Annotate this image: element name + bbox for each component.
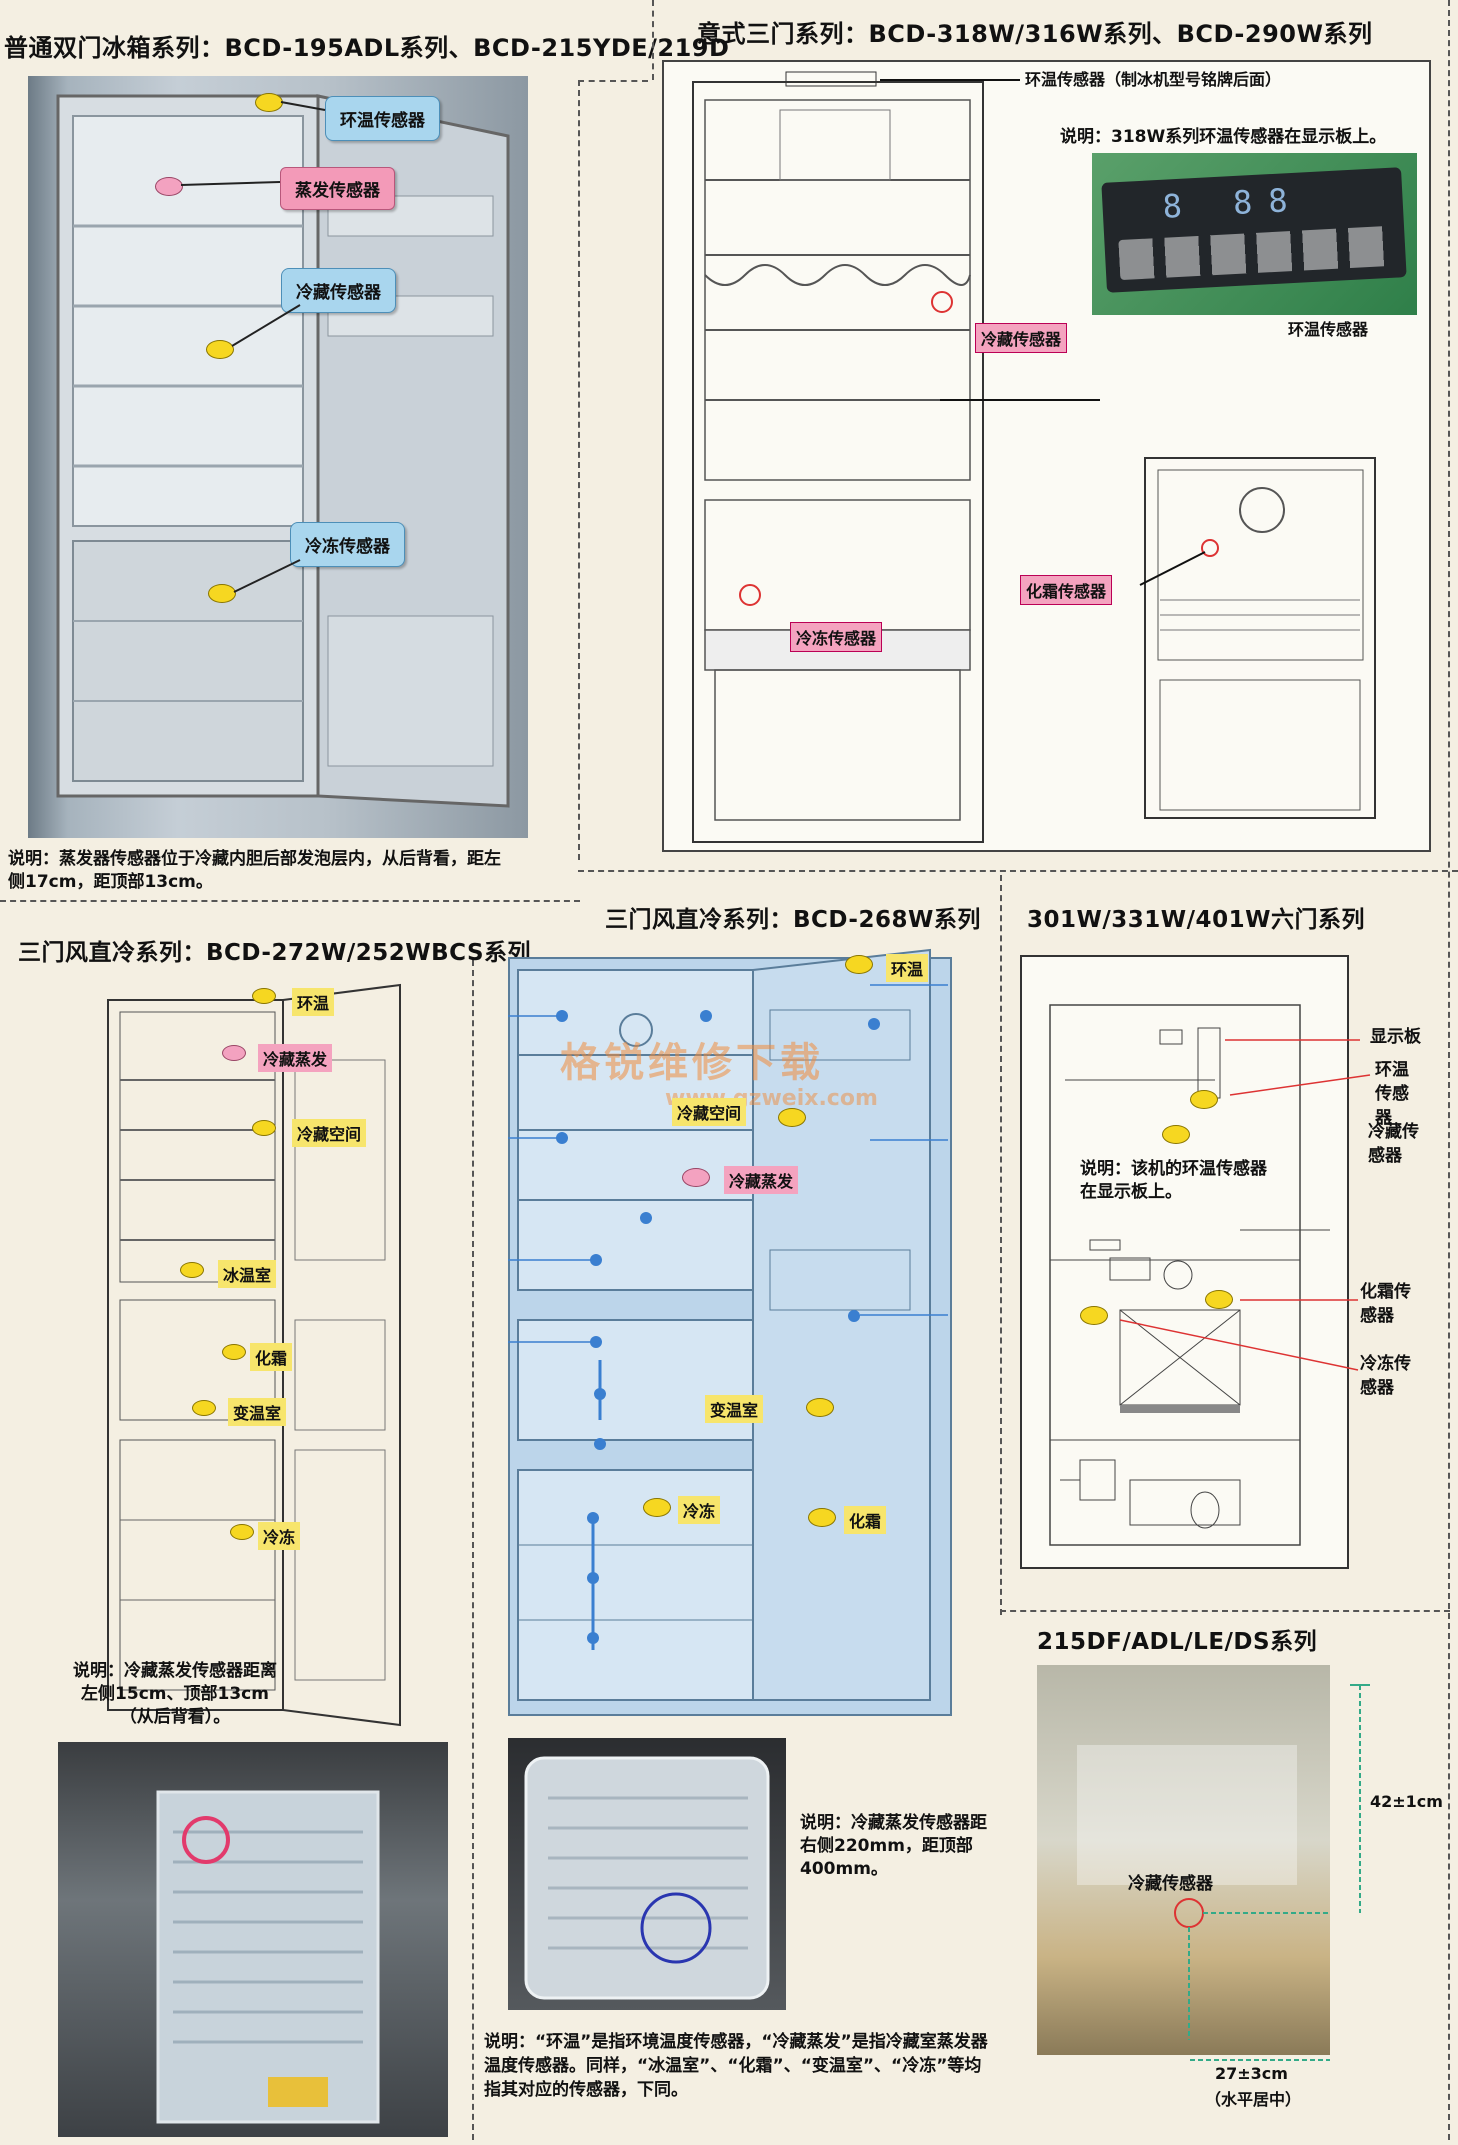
panel2-display-photo: 8 88 xyxy=(1092,153,1417,315)
panel3-label-fridge-space: 冷藏空间 xyxy=(292,1119,367,1147)
panel6-dim-vertical: 42±1cm xyxy=(1370,1792,1443,1811)
divider-top-short xyxy=(578,80,648,82)
panel4-label-ambient: 环温 xyxy=(886,954,929,982)
panel4-marker-10 xyxy=(587,1572,599,1584)
panel4-label-variable: 变温室 xyxy=(705,1395,764,1423)
panel4-label-fridge-space: 冷藏空间 xyxy=(672,1098,747,1126)
panel3-label-fridge-evap: 冷藏蒸发 xyxy=(258,1044,333,1072)
panel4-label-fridge-evap: 冷藏蒸发 xyxy=(724,1166,799,1194)
divider-top-vert xyxy=(652,0,654,80)
panel4-note: 说明：冷藏蒸发传感器距右侧220mm，距顶部400mm。 xyxy=(800,1813,987,1879)
divider-h-mid xyxy=(578,870,1458,872)
panel5-frame xyxy=(1020,955,1349,1569)
panel4-dot-defrost xyxy=(808,1508,836,1527)
panel4-marker-6 xyxy=(590,1336,602,1348)
panel6-title: 215DF/ADL/LE/DS系列 xyxy=(1037,1629,1318,1655)
panel2-label-fridge: 冷藏传感器 xyxy=(975,323,1068,353)
panel5-dot-fridge xyxy=(1162,1125,1190,1144)
panel4-watermark: 格锐维修下载 xyxy=(560,1040,824,1086)
panel3-title: 三门风直冷系列：BCD-272W/252WBCS系列 xyxy=(18,940,532,966)
panel4-dot-fridge-evap xyxy=(682,1168,710,1187)
panel4-bottom-note: 说明：“环温”是指环境温度传感器，“冷藏蒸发”是指冷藏室蒸发器温度传感器。同样，… xyxy=(484,2032,988,2100)
panel3-note: 说明：冷藏蒸发传感器距离左侧15cm、顶部13cm（从后背看）。 xyxy=(73,1661,277,1727)
panel5-note: 说明：该机的环温传感器在显示板上。 xyxy=(1080,1159,1267,1202)
panel5-label-fridge: 冷藏传感器 xyxy=(1368,1122,1419,1166)
divider-h-right xyxy=(1000,1610,1450,1612)
panel3-dot-fridge-space xyxy=(252,1120,276,1136)
panel3-dot-fridge-evap xyxy=(222,1045,246,1061)
panel3-photo xyxy=(58,1742,448,2137)
panel4-marker-7 xyxy=(594,1388,606,1400)
panel4-dot-ambient xyxy=(845,955,873,974)
panel1-dot-freezer xyxy=(208,584,236,603)
panel2-ambient-label: 环温传感器（制冰机型号铭牌后面） xyxy=(1025,70,1282,89)
divider-right-edge xyxy=(1448,0,1450,2140)
panel1-note: 说明：蒸发器传感器位于冷藏内胆后部发泡层内，从后背看，距左侧17cm，距顶部13… xyxy=(8,849,501,892)
panel4-marker-11 xyxy=(587,1632,599,1644)
panel3-dot-chill xyxy=(180,1262,204,1278)
panel1-title: 普通双门冰箱系列：BCD-195ADL系列、BCD-215YDE/219D xyxy=(4,34,730,62)
panel6-photo xyxy=(1037,1665,1330,2055)
panel3-evaporator xyxy=(156,1790,380,2124)
panel4-marker-5 xyxy=(590,1254,602,1266)
panel1-dot-fridge xyxy=(206,340,234,359)
panel1-label-freezer: 冷冻传感器 xyxy=(290,522,405,567)
panel6-label-fridge: 冷藏传感器 xyxy=(1128,1874,1213,1894)
panel4-title: 三门风直冷系列：BCD-268W系列 xyxy=(605,907,981,933)
panel3-label-ambient: 环温 xyxy=(292,988,335,1016)
panel5-dot-ambient xyxy=(1190,1090,1218,1109)
divider-h-left xyxy=(0,900,580,902)
panel3-label-freezer: 冷冻 xyxy=(258,1522,301,1550)
panel5-label-ambient: 环温传感器 xyxy=(1375,1060,1409,1128)
divider-v-left xyxy=(472,960,474,2140)
panel5-dot-freezer xyxy=(1080,1306,1108,1325)
panel6-details xyxy=(1077,1745,1330,2040)
panel4-dot-variable xyxy=(806,1398,834,1417)
panel4-label-defrost: 化霜 xyxy=(844,1506,887,1534)
panel3-dot-defrost xyxy=(222,1344,246,1360)
divider-v-top xyxy=(578,80,580,860)
panel4-marker-3 xyxy=(556,1132,568,1144)
panel4-marker-13 xyxy=(868,1018,880,1030)
panel4-photo xyxy=(508,1738,786,2010)
divider-v-right xyxy=(1000,875,1002,1615)
panel4-marker-8 xyxy=(594,1438,606,1450)
panel5-title: 301W/331W/401W六门系列 xyxy=(1027,907,1365,933)
panel2-title: 意式三门系列：BCD-318W/316W系列、BCD-290W系列 xyxy=(697,20,1373,48)
panel2-display-ambient: 环温传感器 xyxy=(1288,320,1369,339)
panel4-marker-9 xyxy=(587,1512,599,1524)
panel6-dim-horizontal: 27±3cm xyxy=(1215,2064,1288,2083)
panel4-evaporator xyxy=(524,1756,770,2000)
panel5-label-display: 显示板 xyxy=(1370,1027,1421,1047)
panel3-label-chill: 冰温室 xyxy=(218,1260,277,1288)
panel4-marker-1 xyxy=(556,1010,568,1022)
panel5-label-defrost: 化霜传感器 xyxy=(1360,1282,1411,1326)
panel3-label-variable: 变温室 xyxy=(228,1398,287,1426)
panel3-dot-ambient xyxy=(252,988,276,1004)
panel4-marker-4 xyxy=(640,1212,652,1224)
panel4-dot-freezer xyxy=(643,1498,671,1517)
panel6-dim-horizontal-note: （水平居中） xyxy=(1205,2090,1302,2109)
panel1-label-ambient: 环温传感器 xyxy=(325,96,440,141)
panel4-marker-2 xyxy=(700,1010,712,1022)
panel4-label-freezer: 冷冻 xyxy=(678,1496,721,1524)
panel5-dot-defrost xyxy=(1205,1290,1233,1309)
panel1-dot-evap xyxy=(155,177,183,196)
panel3-dot-variable xyxy=(192,1400,216,1416)
panel2-label-defrost: 化霜传感器 xyxy=(1020,575,1113,605)
panel5-label-freezer: 冷冻传感器 xyxy=(1360,1354,1411,1398)
panel1-label-evap: 蒸发传感器 xyxy=(280,167,395,210)
panel3-dot-freezer xyxy=(230,1524,254,1540)
panel3-label-defrost: 化霜 xyxy=(250,1343,293,1371)
panel2-display-note: 说明：318W系列环温传感器在显示板上。 xyxy=(1060,127,1387,147)
panel4-marker-12 xyxy=(848,1310,860,1322)
panel4-dot-fridge-space xyxy=(778,1108,806,1127)
panel2-label-freezer: 冷冻传感器 xyxy=(790,622,883,652)
